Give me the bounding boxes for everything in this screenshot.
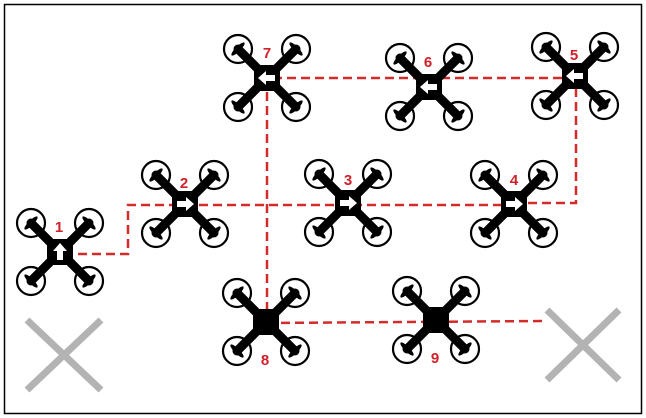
quadcopter-icon	[391, 275, 481, 365]
quadcopter-icon	[530, 31, 620, 121]
drone-7	[222, 33, 312, 123]
drone-number-label: 1	[55, 219, 63, 236]
drone-number-label: 3	[344, 172, 352, 189]
arrow-left-icon	[566, 69, 583, 83]
quadcopter-icon	[222, 33, 312, 123]
drone-number-label: 2	[180, 175, 188, 192]
drone-5	[530, 31, 620, 121]
arrow-left-icon	[420, 80, 437, 94]
drone-3	[303, 158, 393, 248]
drone-1	[15, 207, 105, 297]
path-8-to-end	[266, 319, 546, 325]
cross-marker-left	[24, 317, 104, 393]
quadcopter-icon	[384, 42, 474, 132]
arrow-up-icon	[53, 243, 67, 260]
path-4-to-5	[514, 78, 578, 205]
arrow-right-icon	[177, 197, 194, 211]
diagram-frame	[3, 3, 643, 415]
drone-8	[221, 277, 311, 367]
quadcopter-icon	[303, 158, 393, 248]
drone-2	[140, 159, 230, 249]
drone-number-label: 9	[431, 350, 439, 367]
drone-number-label: 7	[263, 45, 271, 62]
quadcopter-icon	[469, 159, 559, 249]
drone-4	[469, 159, 559, 249]
drone-9	[391, 275, 481, 365]
arrow-right-icon	[340, 196, 357, 210]
path-1-to-2	[78, 203, 185, 256]
arrow-right-icon	[506, 197, 523, 211]
cross-marker-right	[544, 307, 622, 383]
drone-6	[384, 42, 474, 132]
drone-number-label: 5	[570, 47, 578, 64]
quadcopter-icon	[140, 159, 230, 249]
arrow-left-icon	[258, 71, 275, 85]
drone-number-label: 8	[261, 352, 269, 369]
quadcopter-icon	[221, 277, 311, 367]
drone-number-label: 6	[424, 54, 432, 71]
drone-number-label: 4	[510, 172, 519, 189]
